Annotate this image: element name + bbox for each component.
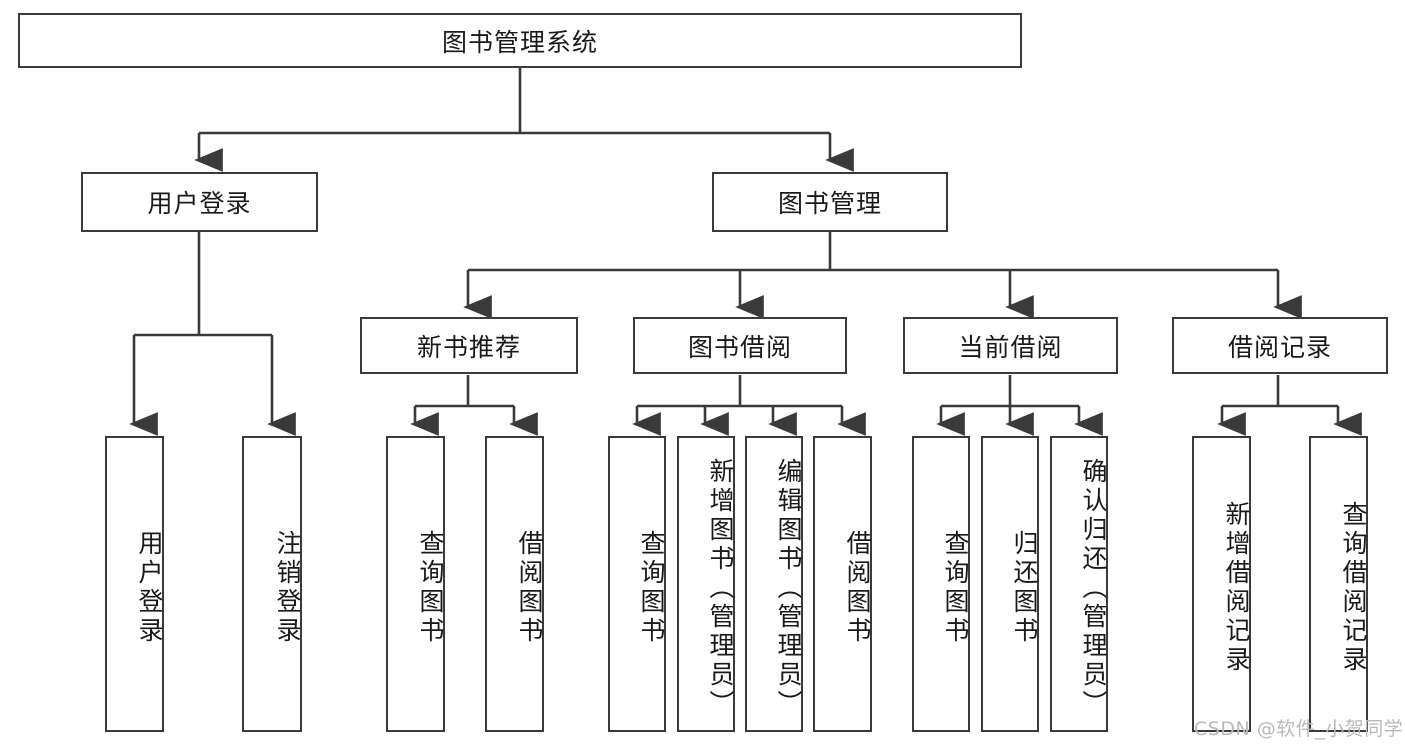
node-leaf-user-login[interactable]: 用户登录 (105, 436, 164, 732)
node-leaf-query-book-3-label: 查询图书 (941, 530, 970, 646)
node-user-login-label: 用户登录 (147, 189, 252, 218)
node-leaf-query-book-1[interactable]: 查询图书 (386, 436, 445, 732)
node-leaf-logout[interactable]: 注销登录 (242, 436, 302, 732)
node-new-book-recommend-label: 新书推荐 (416, 332, 521, 362)
node-leaf-user-login-label: 用户登录 (135, 530, 164, 646)
node-leaf-logout-label: 注销登录 (273, 530, 302, 646)
node-leaf-borrow-book-2[interactable]: 借阅图书 (813, 436, 872, 732)
node-leaf-query-book-2-label: 查询图书 (637, 530, 666, 646)
node-borrow-record[interactable]: 借阅记录 (1172, 317, 1388, 374)
node-book-borrow[interactable]: 图书借阅 (633, 317, 847, 374)
node-leaf-borrow-book-1-label: 借阅图书 (515, 530, 544, 646)
node-leaf-query-book-1-label: 查询图书 (416, 530, 445, 646)
node-leaf-confirm-return-label: 确认归还（管理员） (1079, 457, 1108, 719)
node-leaf-return-book[interactable]: 归还图书 (981, 436, 1039, 732)
node-book-management[interactable]: 图书管理 (712, 172, 948, 232)
node-leaf-confirm-return[interactable]: 确认归还（管理员） (1050, 436, 1108, 732)
node-leaf-add-record-label: 新增借阅记录 (1222, 501, 1251, 675)
node-leaf-query-book-2[interactable]: 查询图书 (608, 436, 666, 732)
node-leaf-borrow-book-2-label: 借阅图书 (843, 530, 872, 646)
node-current-borrow-label: 当前借阅 (958, 332, 1063, 362)
node-leaf-edit-book[interactable]: 编辑图书（管理员） (745, 436, 803, 732)
node-root-system[interactable]: 图书管理系统 (18, 13, 1022, 68)
node-leaf-query-record[interactable]: 查询借阅记录 (1309, 436, 1368, 732)
node-leaf-edit-book-label: 编辑图书（管理员） (774, 457, 803, 719)
node-leaf-add-record[interactable]: 新增借阅记录 (1192, 436, 1251, 732)
node-leaf-add-book-label: 新增图书（管理员） (706, 457, 735, 719)
node-root-system-label: 图书管理系统 (441, 27, 598, 57)
node-leaf-query-record-label: 查询借阅记录 (1339, 501, 1368, 675)
node-user-login[interactable]: 用户登录 (81, 172, 318, 232)
node-new-book-recommend[interactable]: 新书推荐 (360, 317, 578, 374)
csdn-watermark: CSDN @软件_小贺同学 (1194, 718, 1404, 740)
node-current-borrow[interactable]: 当前借阅 (903, 317, 1118, 374)
node-book-management-label: 图书管理 (777, 189, 882, 218)
node-book-borrow-label: 图书借阅 (687, 332, 792, 362)
node-leaf-return-book-label: 归还图书 (1010, 530, 1039, 646)
node-leaf-borrow-book-1[interactable]: 借阅图书 (485, 436, 544, 732)
node-leaf-add-book[interactable]: 新增图书（管理员） (677, 436, 735, 732)
node-leaf-query-book-3[interactable]: 查询图书 (912, 436, 970, 732)
node-borrow-record-label: 借阅记录 (1227, 332, 1332, 362)
